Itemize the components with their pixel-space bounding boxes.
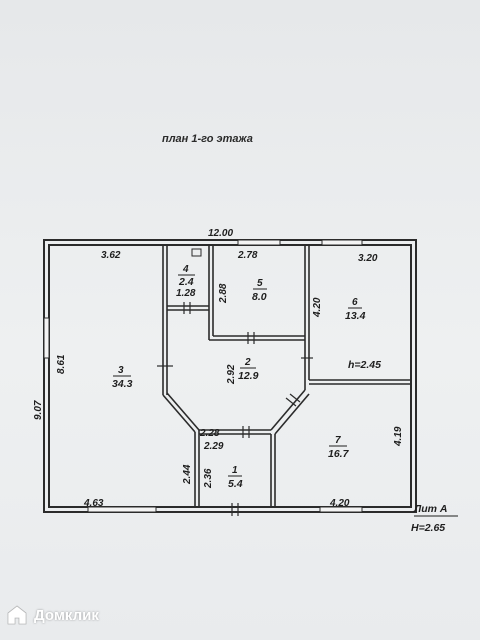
room-2-area: 12.9	[238, 370, 259, 382]
windows	[43, 239, 363, 513]
dim-corridor-side: 2.44	[182, 464, 193, 485]
dim-room7-bottom: 4.20	[329, 498, 350, 509]
window-room3	[43, 317, 50, 359]
lit-label: Лит А	[413, 503, 447, 515]
window-room3-bottom	[87, 506, 157, 513]
watermark-text: Домклик	[34, 606, 99, 624]
room-3-number: 3	[118, 365, 124, 376]
room-1-number: 1	[232, 465, 238, 476]
domclick-watermark: Домклик	[6, 600, 99, 630]
dim-hall-side: 2.92	[226, 364, 237, 385]
inner-walls	[162, 245, 411, 507]
room-6-area: 13.4	[345, 310, 366, 322]
room-6-height: h=2.45	[348, 359, 381, 371]
room-1-area: 5.4	[228, 478, 243, 490]
dim-room5-top: 2.78	[237, 250, 258, 261]
dim-room5-side: 2.88	[218, 283, 229, 304]
dim-top-total: 12.00	[208, 228, 233, 239]
room-6-number: 6	[352, 297, 358, 308]
outer-wall-inner	[48, 244, 412, 508]
dim-room1-side: 2.36	[203, 468, 214, 489]
room-fraction-lines	[113, 274, 362, 477]
room-7-area: 16.7	[328, 448, 350, 460]
building-height: H=2.65	[411, 522, 445, 534]
dim-room4-width: 1.28	[176, 288, 196, 299]
dim-hall-bottom: 2.28	[199, 428, 220, 439]
plan-title: план 1-го этажа	[162, 133, 253, 145]
room-2-number: 2	[244, 357, 251, 368]
watermark-ghost	[150, 300, 310, 340]
window-room6	[321, 239, 363, 246]
room-7-number: 7	[335, 435, 341, 446]
room-5-area: 8.0	[252, 291, 267, 303]
window-room5	[237, 239, 281, 246]
room-5-number: 5	[257, 278, 263, 289]
room-3-area: 34.3	[112, 378, 133, 390]
fixture-icon	[191, 248, 202, 257]
outer-wall-rect	[43, 239, 417, 513]
room-4-number: 4	[182, 264, 189, 275]
window-room7	[319, 506, 363, 513]
dim-room7-side: 4.19	[393, 426, 404, 447]
outer-walls	[43, 239, 417, 513]
dim-left-total: 9.07	[33, 400, 44, 420]
dim-room3-bottom: 4.63	[83, 498, 104, 509]
doors	[157, 302, 313, 516]
dim-room3-top: 3.62	[101, 250, 121, 261]
room-4-area: 2.4	[178, 276, 194, 288]
dim-room3-side: 8.61	[56, 354, 67, 374]
house-logo-icon	[7, 605, 27, 625]
dim-room6-top: 3.20	[358, 253, 378, 264]
dim-room6-side: 4.20	[312, 297, 323, 318]
dim-room1-top: 2.29	[203, 441, 224, 452]
